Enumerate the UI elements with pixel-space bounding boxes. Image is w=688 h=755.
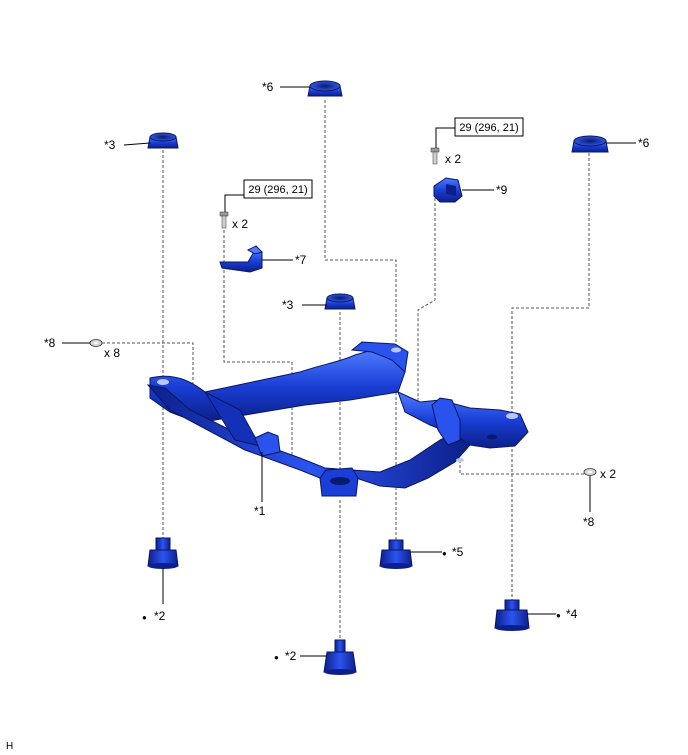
bullet-icon: ● — [556, 611, 561, 620]
bracket-9 — [433, 177, 463, 203]
bullet-icon: ● — [442, 549, 447, 558]
callout-4: *4 — [566, 607, 578, 621]
bracket-7 — [219, 245, 263, 273]
bullet-icon: ● — [142, 613, 147, 622]
corner-mark: H — [6, 741, 13, 752]
callout-2b: *2 — [285, 649, 297, 663]
washer-icon — [583, 468, 597, 476]
qty-label: x 8 — [104, 346, 120, 360]
torque-box-1: 29 (296, 21) — [243, 179, 313, 199]
lower-bushing-2a — [147, 537, 179, 569]
leader-lines — [62, 86, 636, 657]
callout-9: *9 — [496, 183, 508, 197]
front-suspension-crossmember — [146, 341, 529, 497]
upper-cushion-3a — [147, 132, 179, 149]
bullet-icon: ● — [274, 653, 279, 662]
bolt-icon — [430, 147, 440, 165]
torque-value: 29 (296, 21) — [459, 122, 518, 134]
bolt-icon — [219, 211, 229, 229]
alignment-lines — [102, 100, 590, 640]
callout-1: *1 — [254, 504, 266, 518]
callout-8a: *8 — [44, 336, 56, 350]
callout-6b: *6 — [638, 136, 650, 150]
callout-7: *7 — [295, 253, 307, 267]
callout-3b: *3 — [282, 298, 294, 312]
torque-box-2: 29 (296, 21) — [454, 117, 524, 137]
callout-6a: *6 — [262, 80, 274, 94]
qty-label: x 2 — [232, 217, 248, 231]
lower-bushing-5 — [379, 539, 413, 569]
upper-cushion-6a — [307, 80, 343, 97]
callout-3a: *3 — [104, 138, 116, 152]
washer-icon — [89, 339, 103, 347]
callout-2a: *2 — [154, 609, 166, 623]
callout-5: *5 — [452, 545, 464, 559]
qty-label: x 2 — [445, 152, 461, 166]
upper-cushion-6b — [571, 135, 609, 153]
torque-value: 29 (296, 21) — [248, 184, 307, 196]
upper-cushion-3b — [324, 293, 356, 310]
callout-8b: *8 — [583, 515, 595, 529]
lower-bushing-2b — [323, 639, 357, 675]
qty-label: x 2 — [600, 467, 616, 481]
lower-bushing-4 — [494, 599, 530, 631]
